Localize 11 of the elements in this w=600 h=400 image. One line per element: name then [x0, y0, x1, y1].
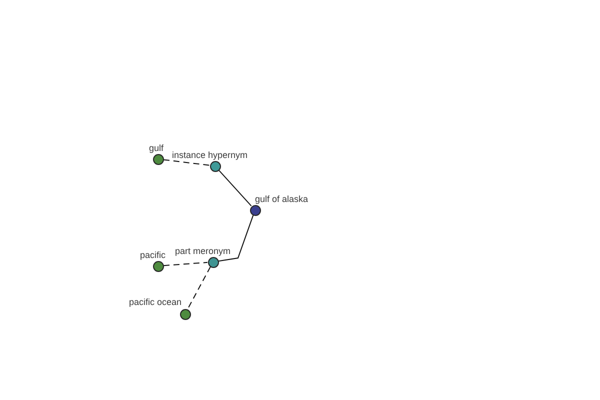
dashed-connector-line	[163, 262, 208, 266]
dashed-connector-line	[187, 266, 211, 310]
connector-line	[218, 214, 254, 262]
node-label: gulf	[149, 143, 164, 153]
node-label: instance hypernym	[172, 150, 248, 160]
dashed-connector-line	[163, 159, 210, 166]
node-label: gulf of alaska	[255, 194, 308, 204]
node-label: part meronym	[175, 246, 231, 256]
connector-line	[218, 170, 252, 206]
node-label: pacific ocean	[129, 297, 182, 307]
node-label: pacific	[140, 250, 166, 260]
